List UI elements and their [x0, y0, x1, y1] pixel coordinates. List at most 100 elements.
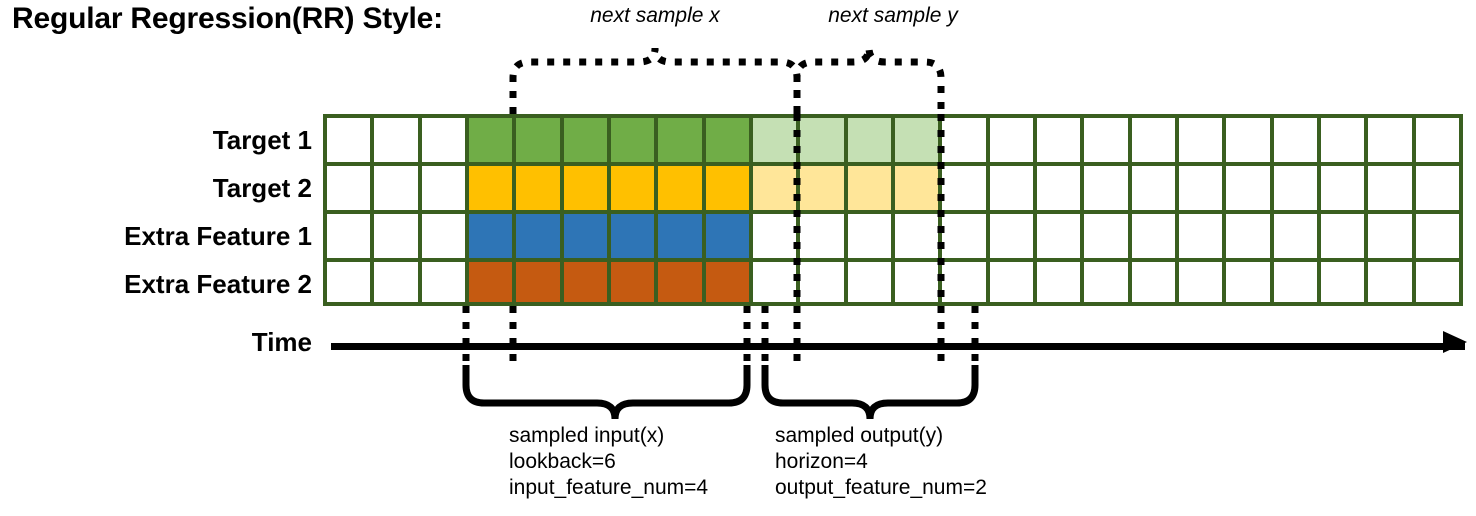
brace-next-sample-y — [793, 47, 945, 114]
grid-cell-r3-c24 — [1415, 214, 1459, 258]
grid-cell-r2-c15 — [989, 166, 1033, 210]
grid-cell-r1-c14 — [942, 118, 986, 162]
grid-cell-r4-c1 — [327, 262, 371, 302]
grid-cell-r1-c19 — [1178, 118, 1223, 162]
grid-cell-r1-c13 — [894, 118, 939, 162]
grid-cell-r4-c11 — [800, 262, 844, 302]
grid-cell-r2-c22 — [1320, 166, 1365, 210]
sampled-input-line-2: lookback=6 — [509, 450, 616, 473]
grid-cell-r3-c13 — [894, 214, 939, 258]
grid-cell-r2-c6 — [563, 166, 607, 210]
grid-cell-r2-c24 — [1415, 166, 1459, 210]
grid-cell-r4-c4 — [468, 262, 513, 302]
grid-cell-r1-c18 — [1131, 118, 1175, 162]
grid-cell-r2-c19 — [1178, 166, 1223, 210]
row-label-target-1: Target 1 — [212, 125, 312, 155]
brace-sampled-output — [761, 365, 979, 420]
row-label-target-2: Target 2 — [212, 173, 312, 203]
grid-cell-r1-c17 — [1084, 118, 1128, 162]
grid-cell-r4-c12 — [847, 262, 891, 302]
grid-cell-r2-c7 — [610, 166, 655, 210]
sampled-output-line-3: output_feature_num=2 — [775, 476, 987, 499]
time-axis-line — [331, 343, 1465, 350]
grid-cell-r3-c7 — [610, 214, 655, 258]
grid-cell-r4-c13 — [894, 262, 939, 302]
grid-cell-r1-c22 — [1320, 118, 1365, 162]
grid-cell-r4-c24 — [1415, 262, 1459, 302]
grid-cell-r1-c7 — [610, 118, 655, 162]
grid-row-extra-feature-1 — [323, 210, 1463, 258]
sampled-input-line-1: sampled input(x) — [509, 424, 665, 447]
grid-cell-r1-c10 — [752, 118, 797, 162]
grid-cell-r4-c19 — [1178, 262, 1223, 302]
annotation-next-sample-y: next sample y — [828, 4, 958, 27]
annotation-sampled-output: sampled output(y) horizon=4 output_featu… — [775, 423, 987, 501]
grid-row-extra-feature-2 — [323, 258, 1463, 306]
grid-cell-r3-c12 — [847, 214, 891, 258]
sampled-input-line-3: input_feature_num=4 — [509, 476, 709, 499]
grid-cell-r3-c22 — [1320, 214, 1365, 258]
annotation-sampled-input: sampled input(x) lookback=6 input_featur… — [509, 423, 708, 501]
grid-cell-r3-c17 — [1084, 214, 1128, 258]
grid-cell-r4-c17 — [1084, 262, 1128, 302]
grid-cell-r1-c2 — [374, 118, 418, 162]
row-label-extra-feature-1: Extra Feature 1 — [124, 221, 312, 251]
grid-row-target-2 — [323, 162, 1463, 210]
grid-cell-r1-c16 — [1036, 118, 1081, 162]
grid-cell-r2-c11 — [800, 166, 844, 210]
grid-cell-r2-c14 — [942, 166, 986, 210]
grid-cell-r3-c6 — [563, 214, 607, 258]
grid-cell-r2-c4 — [468, 166, 513, 210]
brace-next-sample-x — [509, 47, 801, 114]
grid-cell-r4-c2 — [374, 262, 418, 302]
grid-cell-r1-c20 — [1226, 118, 1270, 162]
grid-cell-r4-c6 — [563, 262, 607, 302]
grid-cell-r4-c3 — [421, 262, 465, 302]
grid-cell-r4-c14 — [942, 262, 986, 302]
grid-cell-r4-c5 — [516, 262, 560, 302]
grid-cell-r1-c4 — [468, 118, 513, 162]
grid-cell-r2-c9 — [705, 166, 749, 210]
grid-cell-r4-c7 — [610, 262, 655, 302]
grid-cell-r2-c10 — [752, 166, 797, 210]
grid-cell-r3-c21 — [1273, 214, 1317, 258]
grid-cell-r1-c12 — [847, 118, 891, 162]
grid-cell-r1-c6 — [563, 118, 607, 162]
grid-cell-r2-c1 — [327, 166, 371, 210]
grid-cell-r4-c16 — [1036, 262, 1081, 302]
grid-cell-r3-c4 — [468, 214, 513, 258]
grid-cell-r1-c8 — [658, 118, 702, 162]
grid-cell-r1-c15 — [989, 118, 1033, 162]
grid-cell-r2-c23 — [1368, 166, 1412, 210]
grid-cell-r3-c5 — [516, 214, 560, 258]
grid-cell-r3-c19 — [1178, 214, 1223, 258]
grid-cell-r3-c11 — [800, 214, 844, 258]
grid-cell-r2-c8 — [658, 166, 702, 210]
grid-cell-r1-c3 — [421, 118, 465, 162]
grid-cell-r1-c11 — [800, 118, 844, 162]
grid-cell-r2-c3 — [421, 166, 465, 210]
grid-cell-r3-c10 — [752, 214, 797, 258]
grid-cell-r1-c23 — [1368, 118, 1412, 162]
row-label-extra-feature-2: Extra Feature 2 — [124, 269, 312, 299]
grid-cell-r4-c23 — [1368, 262, 1412, 302]
grid-cell-r3-c16 — [1036, 214, 1081, 258]
grid-cell-r3-c3 — [421, 214, 465, 258]
grid-cell-r4-c21 — [1273, 262, 1317, 302]
grid-cell-r4-c22 — [1320, 262, 1365, 302]
grid-cell-r3-c2 — [374, 214, 418, 258]
sampled-output-line-2: horizon=4 — [775, 450, 868, 473]
time-axis-label: Time — [251, 327, 312, 357]
grid-cell-r2-c17 — [1084, 166, 1128, 210]
page-title: Regular Regression(RR) Style: — [12, 2, 443, 35]
brace-sampled-input — [462, 365, 751, 420]
grid-cell-r3-c18 — [1131, 214, 1175, 258]
grid-cell-r3-c23 — [1368, 214, 1412, 258]
grid-cell-r2-c12 — [847, 166, 891, 210]
grid-cell-r2-c21 — [1273, 166, 1317, 210]
grid-cell-r4-c8 — [658, 262, 702, 302]
grid-cell-r2-c13 — [894, 166, 939, 210]
grid-cell-r2-c2 — [374, 166, 418, 210]
grid-cell-r3-c15 — [989, 214, 1033, 258]
